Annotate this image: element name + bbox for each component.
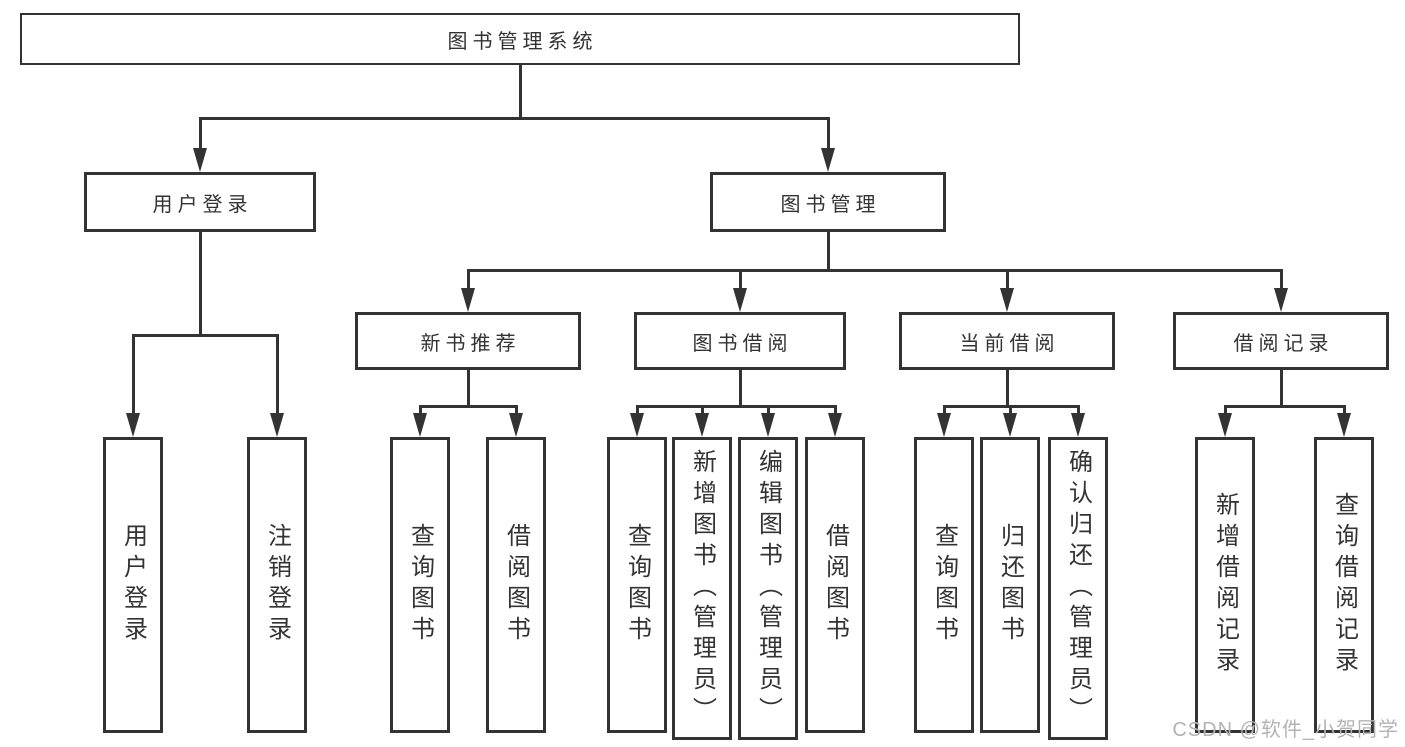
connector-line — [131, 335, 135, 417]
connector-line — [1279, 270, 1283, 292]
leaf-br-add-record-label: 新增借阅记录 — [1211, 492, 1239, 678]
node-book-management-label: 图书管理 — [780, 193, 881, 216]
connector-line — [738, 370, 742, 408]
arrowhead-icon — [695, 413, 709, 437]
node-book-management: 图书管理 — [710, 172, 946, 232]
leaf-bb-query-books: 查询图书 — [607, 437, 667, 733]
leaf-user-login-label: 用户登录 — [119, 523, 147, 647]
node-user-login-label: 用户登录 — [152, 193, 253, 216]
connector-line — [131, 333, 279, 337]
leaf-bb-query-books-label: 查询图书 — [623, 523, 651, 647]
node-book-borrowing: 图书借阅 — [634, 312, 846, 370]
node-borrowing-records: 借阅记录 — [1173, 312, 1389, 370]
connector-line — [826, 232, 830, 272]
connector-line — [738, 270, 742, 292]
leaf-cb-confirm-return-admin: 确认归还（管理员） — [1048, 437, 1108, 740]
leaf-cb-return-books-label: 归还图书 — [996, 523, 1024, 647]
connector-line — [1223, 404, 1346, 408]
connector-line — [1279, 370, 1283, 408]
node-current-borrowing-label: 当前借阅 — [959, 332, 1060, 355]
node-book-borrowing-label: 图书借阅 — [692, 332, 793, 355]
arrowhead-icon — [461, 288, 475, 312]
connector-line — [466, 370, 470, 408]
connector-line — [275, 335, 279, 417]
connector-line — [198, 118, 202, 152]
connector-line — [1342, 406, 1346, 417]
leaf-logout: 注销登录 — [247, 437, 307, 733]
arrowhead-icon — [828, 413, 842, 437]
leaf-bb-borrow-books-label: 借阅图书 — [821, 523, 849, 647]
arrowhead-icon — [126, 413, 140, 437]
arrowhead-icon — [270, 413, 284, 437]
connector-line — [766, 406, 770, 417]
leaf-br-query-record-label: 查询借阅记录 — [1330, 492, 1358, 678]
connector-line — [700, 406, 704, 417]
connector-line — [466, 268, 1283, 272]
leaf-cb-query-books-label: 查询图书 — [930, 523, 958, 647]
node-current-borrowing: 当前借阅 — [899, 312, 1115, 370]
connector-line — [635, 404, 837, 408]
arrowhead-icon — [1071, 413, 1085, 437]
leaf-bb-add-books-admin: 新增图书（管理员） — [672, 437, 732, 740]
leaf-bb-edit-books-admin-label: 编辑图书（管理员） — [754, 449, 782, 728]
connector-line — [1005, 270, 1009, 292]
connector-line — [1008, 406, 1012, 417]
arrowhead-icon — [630, 413, 644, 437]
arrowhead-icon — [761, 413, 775, 437]
leaf-bb-edit-books-admin: 编辑图书（管理员） — [738, 437, 798, 740]
leaf-cb-return-books: 归还图书 — [980, 437, 1040, 733]
watermark: CSDN @软件_小贺同学 — [1172, 719, 1399, 741]
connector-line — [942, 406, 946, 417]
arrowhead-icon — [733, 288, 747, 312]
connector-line — [466, 270, 470, 292]
arrowhead-icon — [1218, 413, 1232, 437]
connector-line — [198, 116, 830, 120]
connector-line — [833, 406, 837, 417]
connector-line — [1223, 406, 1227, 417]
connector-line — [942, 404, 1080, 408]
node-library-system-label: 图书管理系统 — [447, 30, 598, 53]
leaf-nbr-query-books: 查询图书 — [390, 437, 450, 733]
node-new-book-recommend: 新书推荐 — [355, 312, 581, 370]
leaf-br-add-record: 新增借阅记录 — [1195, 437, 1255, 733]
connector-line — [418, 406, 422, 417]
node-borrowing-records-label: 借阅记录 — [1233, 332, 1334, 355]
arrowhead-icon — [1337, 413, 1351, 437]
arrowhead-icon — [937, 413, 951, 437]
leaf-logout-label: 注销登录 — [263, 523, 291, 647]
leaf-br-query-record: 查询借阅记录 — [1314, 437, 1374, 733]
connector-line — [514, 406, 518, 417]
arrowhead-icon — [509, 413, 523, 437]
leaf-bb-add-books-admin-label: 新增图书（管理员） — [688, 449, 716, 728]
node-user-login: 用户登录 — [84, 172, 316, 232]
arrowhead-icon — [413, 413, 427, 437]
leaf-nbr-query-books-label: 查询图书 — [406, 523, 434, 647]
arrowhead-icon — [1000, 288, 1014, 312]
leaf-nbr-borrow-books-label: 借阅图书 — [502, 523, 530, 647]
leaf-nbr-borrow-books: 借阅图书 — [486, 437, 546, 733]
connector-line — [1005, 370, 1009, 408]
leaf-cb-query-books: 查询图书 — [914, 437, 974, 733]
node-new-book-recommend-label: 新书推荐 — [420, 332, 521, 355]
connector-line — [635, 406, 639, 417]
leaf-bb-borrow-books: 借阅图书 — [805, 437, 865, 733]
connector-line — [826, 118, 830, 152]
node-library-system: 图书管理系统 — [20, 13, 1020, 65]
arrowhead-icon — [193, 148, 207, 172]
connector-line — [198, 232, 202, 337]
connector-line — [518, 65, 522, 120]
arrowhead-icon — [1003, 413, 1017, 437]
arrowhead-icon — [1274, 288, 1288, 312]
arrowhead-icon — [821, 148, 835, 172]
connector-line — [1076, 406, 1080, 417]
connector-line — [418, 404, 518, 408]
leaf-cb-confirm-return-admin-label: 确认归还（管理员） — [1064, 449, 1092, 728]
leaf-user-login: 用户登录 — [103, 437, 163, 733]
